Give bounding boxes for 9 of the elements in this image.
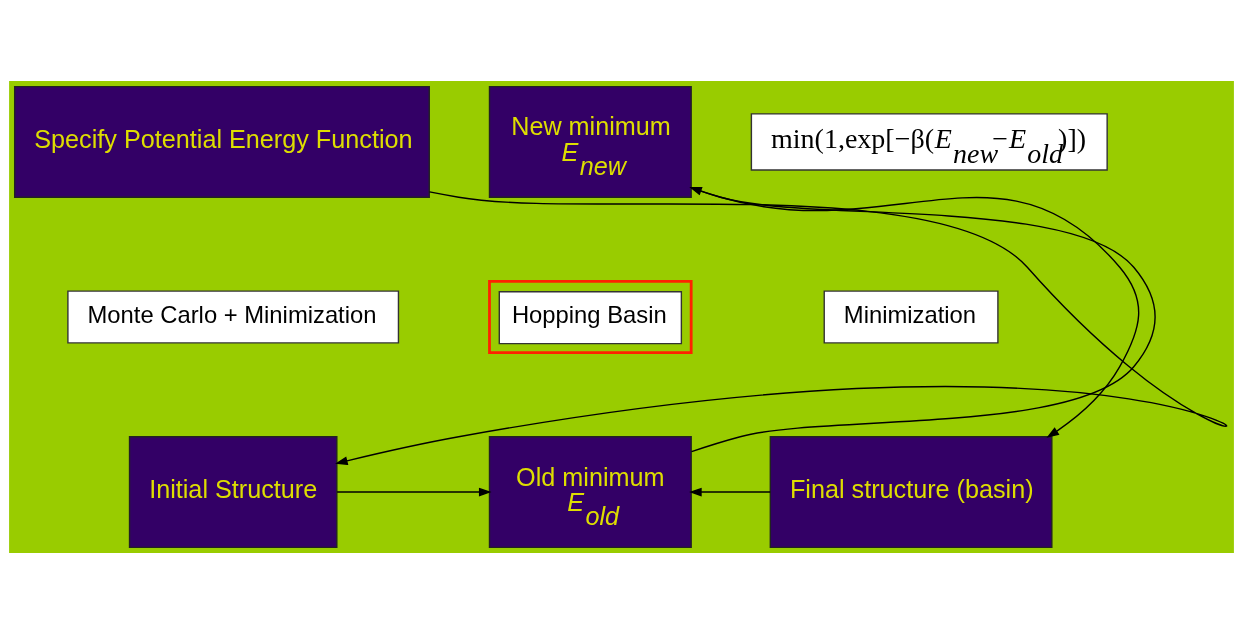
node-box: Initial Structure	[128, 435, 338, 548]
arrow	[336, 487, 492, 496]
node-box: Hopping Basin	[488, 279, 693, 354]
node-box: Final structure (basin)	[769, 435, 1053, 548]
node-box: Minimization	[823, 289, 999, 344]
node-box: Monte Carlo + Minimization	[67, 289, 400, 344]
arrow	[335, 190, 1227, 465]
arrow	[689, 487, 771, 496]
node-box: Specify Potential Energy Function	[14, 85, 430, 198]
